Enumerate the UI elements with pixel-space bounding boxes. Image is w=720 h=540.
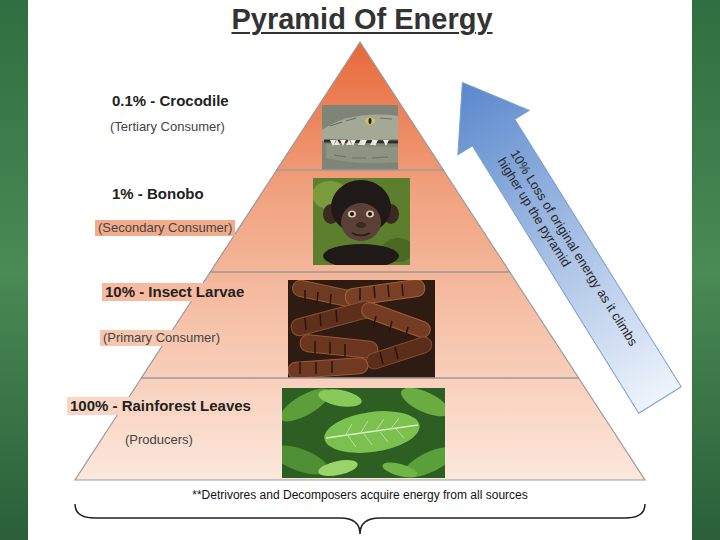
pyramid-band: 10% - Insect Larvae (Primary Consumer): [60, 272, 660, 378]
picture-part: [300, 284, 408, 374]
picture-part: [348, 211, 356, 218]
trophic-level: (Tertiary Consumer): [110, 119, 225, 135]
level-heading: 100% - Rainforest Leaves: [67, 397, 254, 415]
picture-part: [364, 335, 434, 371]
level-heading: 10% - Insect Larvae: [102, 283, 247, 301]
trophic-level: (Primary Consumer): [100, 330, 223, 346]
side-panel: [0, 0, 28, 540]
energy-arrow: [427, 60, 696, 422]
picture-part: [356, 222, 366, 228]
side-panel: [692, 0, 720, 540]
band-shape: [210, 170, 509, 272]
band-outline: [60, 378, 660, 480]
arrow-caption: 10% Loss of original energy as it climbs…: [495, 147, 652, 373]
picture-part: [326, 425, 418, 438]
picture-part: [299, 334, 378, 359]
picture-part: [344, 280, 426, 306]
picture-part: [359, 300, 432, 340]
picture-part: [345, 418, 404, 447]
picture-part: [326, 144, 398, 163]
picture-part: [322, 406, 423, 459]
diagram-title: Pyramid Of Energy: [2, 2, 720, 36]
picture-part: [427, 60, 696, 422]
bonobo-picture: [313, 178, 410, 265]
picture-part: [317, 388, 363, 410]
picture-part: [366, 211, 374, 218]
crocodile-picture: [322, 105, 398, 170]
picture-part: [365, 118, 375, 125]
band-shape: [75, 378, 645, 480]
picture-part: [369, 118, 372, 124]
larvae-picture: [288, 280, 435, 378]
picture-part: [352, 233, 370, 236]
picture-part: [330, 140, 389, 146]
picture-part: [341, 203, 381, 241]
level-heading: 0.1% - Crocodile: [112, 92, 229, 110]
pyramid-band: 100% - Rainforest Leaves (Producers): [60, 378, 660, 480]
picture-part: [368, 212, 372, 216]
footnote: **Detrivores and Decomposers acquire ene…: [40, 488, 680, 503]
level-heading: 1% - Bonobo: [112, 185, 204, 203]
curly-brace: [75, 504, 645, 534]
trophic-level: (Secondary Consumer): [95, 220, 235, 236]
band-shape: [277, 42, 444, 170]
picture-part: [323, 244, 399, 265]
picture-part: [317, 457, 359, 478]
picture-part: [350, 212, 354, 216]
picture-part: [289, 299, 376, 337]
pyramid-band: 0.1% - Crocodile (Tertiary Consumer): [60, 42, 660, 170]
leaves-picture: [282, 388, 445, 478]
trophic-level: (Producers): [125, 432, 193, 448]
picture-part: [334, 139, 376, 145]
picture-part: [381, 460, 419, 478]
picture-part: [330, 118, 392, 158]
